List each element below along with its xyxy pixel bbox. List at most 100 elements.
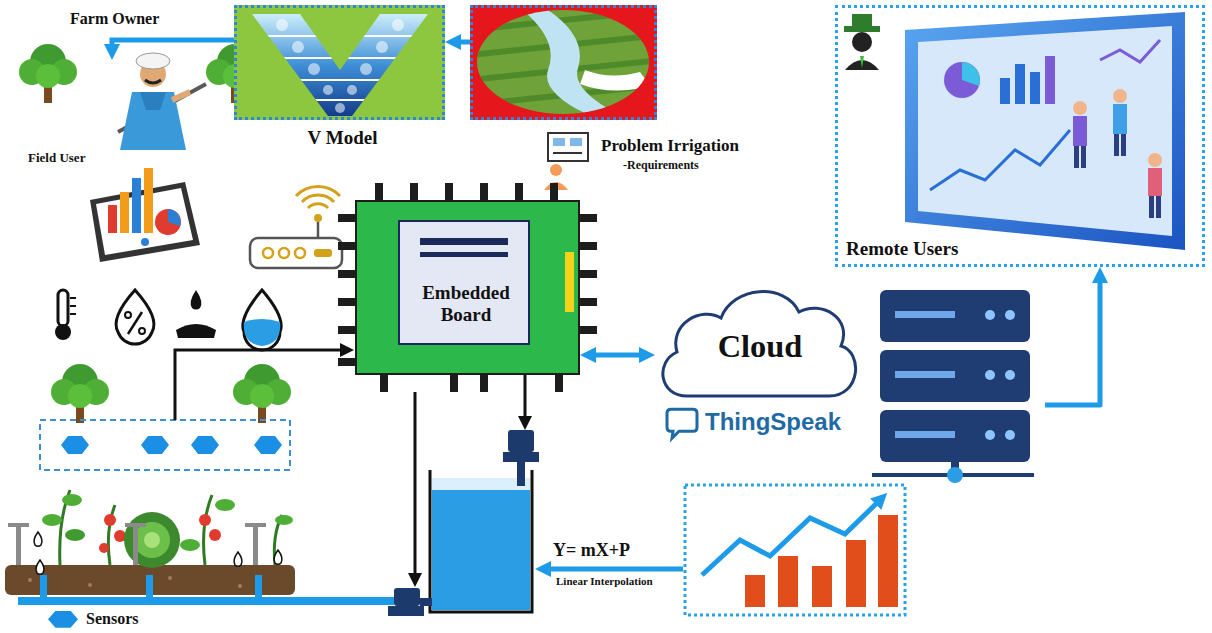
legend-row: Sensors [48, 610, 138, 628]
crop-field [125, 523, 146, 527]
monitor-illustration [1149, 196, 1154, 218]
water-pipe [40, 575, 47, 599]
water-pipe [255, 575, 262, 599]
crop-field [65, 529, 85, 541]
chip-pins [338, 326, 355, 334]
remote-user-icon [860, 56, 864, 68]
server-icon [985, 310, 995, 320]
monitor-illustration [1113, 89, 1127, 103]
cloud-label: Cloud [660, 328, 860, 365]
crop-field [36, 560, 44, 574]
monitor-illustration [1100, 40, 1160, 62]
v-model-picture [360, 63, 372, 75]
crop-field [275, 515, 293, 525]
monitor-illustration [1000, 78, 1010, 104]
v-model-picture [292, 41, 304, 53]
water-pipe [18, 597, 394, 605]
tree-icon [19, 44, 77, 103]
chip-pins [338, 358, 355, 366]
pump-icon [503, 452, 539, 462]
v-model-picture [276, 19, 404, 113]
crop-field [134, 522, 170, 558]
monitor-illustration [1121, 134, 1126, 156]
v-model-picture [240, 79, 440, 81]
flow-arrow [590, 353, 645, 358]
water-tank [430, 470, 532, 612]
monitor-illustration [1114, 134, 1119, 156]
sensor-strip [61, 436, 89, 454]
chip-pins [338, 242, 355, 250]
chip-pins [480, 183, 488, 200]
sensor-strip [254, 436, 282, 454]
legend-swatch [48, 611, 78, 628]
presenter-icon [570, 138, 582, 146]
chip-pins [550, 183, 558, 200]
trend-chart [745, 575, 765, 607]
server-icon [880, 290, 1030, 342]
flow-arrow [455, 40, 470, 45]
control-wire [414, 392, 417, 578]
flow-arrow [112, 40, 234, 50]
router-icon [314, 214, 322, 222]
chip-pins [580, 242, 597, 250]
crop-field [8, 523, 266, 565]
remote-user-icon [844, 14, 880, 70]
chip-strip [565, 252, 574, 312]
v-model-picture [240, 36, 440, 100]
pump-icon [388, 430, 539, 616]
router-icon [295, 248, 305, 258]
v-model-picture [335, 103, 345, 113]
sensor-icons [176, 324, 216, 338]
legend-text: Sensors [86, 610, 138, 628]
tree-icon [233, 364, 291, 423]
chip-pins [450, 375, 458, 392]
monitor-illustration [1113, 104, 1127, 134]
sensor-icons [70, 313, 76, 315]
sensor-icons [55, 290, 281, 350]
tablet-icon [144, 168, 153, 233]
router-icon [279, 248, 289, 258]
chip-pins [375, 183, 383, 200]
crop-field [180, 539, 200, 551]
v-model-picture [240, 57, 440, 59]
sensor-icons [70, 297, 76, 299]
presenter-icon [553, 138, 565, 146]
farmer-figure [172, 92, 190, 100]
crop-field [62, 494, 82, 506]
chip-pins [580, 214, 597, 222]
chip-pins [380, 375, 388, 392]
server-icon [872, 290, 1034, 483]
v-model-picture [376, 41, 388, 53]
crop-field [104, 514, 116, 526]
farmer-figure [140, 92, 166, 110]
sensor-strip [141, 436, 169, 454]
v-model-picture [323, 85, 333, 95]
crop-field [253, 525, 258, 565]
sensor-icons [125, 312, 131, 318]
monitor-illustration [905, 12, 1185, 250]
actor-label: Farm Owner [70, 10, 159, 28]
chip-pins [555, 375, 563, 392]
sensor-icons [244, 319, 280, 346]
v-model-picture [240, 99, 440, 101]
crop-field [204, 495, 212, 565]
crop-field [245, 523, 266, 527]
monitor-illustration [1148, 168, 1162, 196]
chip-mark [420, 238, 508, 245]
monitor-illustration [1074, 146, 1079, 168]
sensor-strip [191, 436, 219, 454]
server-icon [1005, 370, 1015, 380]
monitor-illustration [918, 26, 1172, 236]
trend-chart [778, 556, 798, 607]
chip-pins [338, 298, 355, 306]
panel-caption: Remote Users [846, 238, 1046, 260]
server-icon [1005, 430, 1015, 440]
chip-mark [420, 252, 508, 257]
chip-pins [445, 183, 453, 200]
v-model-picture [308, 63, 320, 75]
water-tank [430, 470, 532, 612]
monitor-illustration [1030, 72, 1040, 104]
brand-label: ThingSpeak [705, 408, 895, 436]
server-icon [895, 431, 955, 438]
